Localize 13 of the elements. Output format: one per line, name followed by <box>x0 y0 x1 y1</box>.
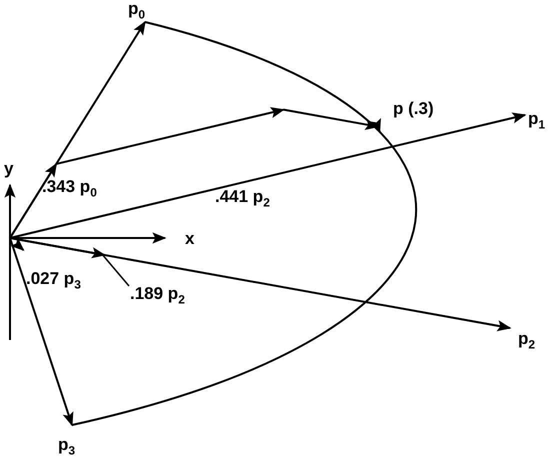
vector-label: .441 p$_{2}$ <box>215 188 270 208</box>
vector-label: .027 p$_{3}$ <box>26 270 81 290</box>
vector-label: x <box>185 230 194 247</box>
vector-label: p (.3) <box>393 100 434 117</box>
vector-label: p$_{1}$ <box>528 110 546 130</box>
vector-arrow <box>10 237 106 258</box>
vector-label: p$_{2}$ <box>518 330 536 350</box>
vector-label: .343 p$_{0}$ <box>42 178 97 198</box>
vector-label: y <box>4 160 14 177</box>
leader-line <box>102 254 130 286</box>
vector-label: p$_{0}$ <box>128 0 146 20</box>
vector-label: .189 p$_{2}$ <box>130 285 185 306</box>
vector-label: p$_{3}$ <box>58 436 76 456</box>
